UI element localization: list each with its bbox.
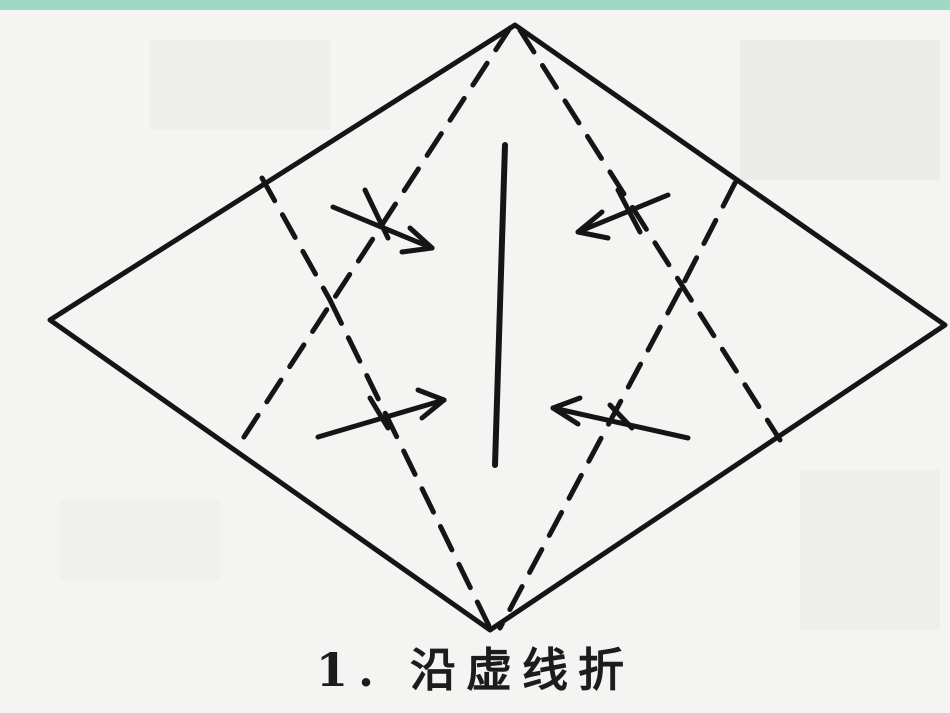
center-crease-line: [492, 142, 508, 468]
fold-line-right-lower: [497, 287, 683, 631]
arrow-lower-right: [550, 405, 691, 441]
top-color-band: [0, 0, 950, 10]
fold-line-right-upper-rib: [677, 180, 738, 293]
arrow-upper-right: [575, 192, 671, 235]
fold-line-right-outer-upper: [517, 27, 783, 443]
fold-line-left-outer-upper: [239, 25, 513, 443]
fold-line-left-upper-rib: [259, 175, 333, 303]
fold-line-left-lower: [327, 297, 493, 631]
paper-outline: [47, 22, 948, 633]
step-caption: 1. 沿虚线折: [315, 643, 635, 697]
